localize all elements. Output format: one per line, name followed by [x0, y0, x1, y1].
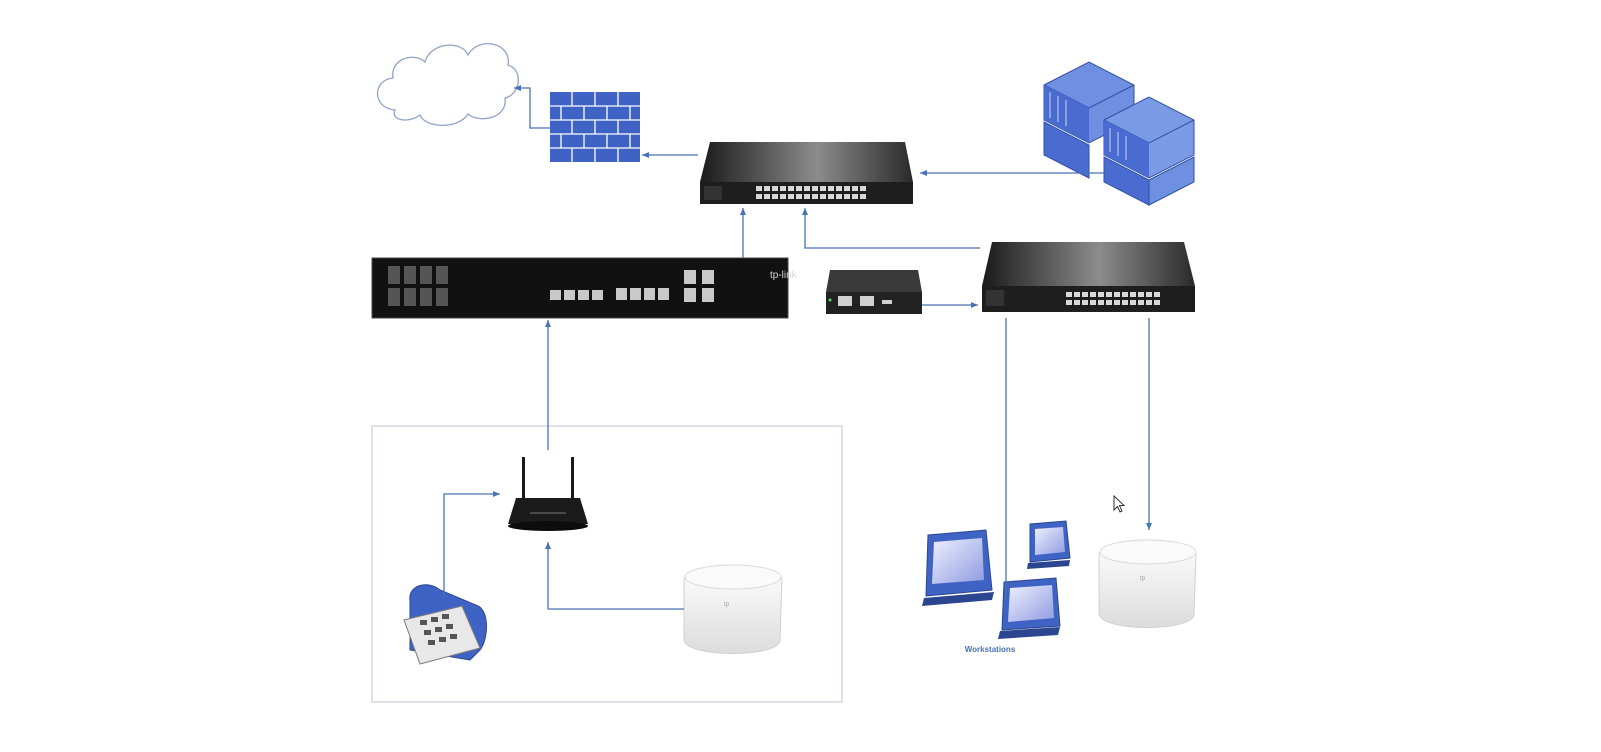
core-switch-port [852, 194, 858, 199]
access-switch-port [1090, 292, 1096, 297]
core-switch-port [804, 194, 810, 199]
fiber-switch-port [702, 270, 714, 284]
fiber-switch-port [578, 290, 589, 300]
core-switch-port [780, 194, 786, 199]
core-switch-port [828, 186, 834, 191]
access-switch-port [1122, 300, 1128, 305]
core-switch-port [788, 194, 794, 199]
workstation-3-icon [998, 577, 1061, 639]
core-switch-port [860, 186, 866, 191]
core-switch-port [812, 186, 818, 191]
access-switch-port [1066, 300, 1072, 305]
core-switch-port [788, 186, 794, 191]
fiber-switch-port [616, 288, 627, 300]
core-switch-port [820, 194, 826, 199]
access-switch-port [1130, 292, 1136, 297]
access-switch-port [1074, 300, 1080, 305]
core-switch-port [836, 186, 842, 191]
access-switch-port [1130, 300, 1136, 305]
sfp-slot [404, 266, 416, 284]
sfp-slot [388, 288, 400, 306]
access-switch-port [1138, 300, 1144, 305]
core-switch-port [772, 194, 778, 199]
access-switch-port [1106, 300, 1112, 305]
sfp-slot [436, 288, 448, 306]
access-switch-port [1098, 292, 1104, 297]
site-zone-box [371, 425, 843, 703]
core-switch-port [812, 194, 818, 199]
fiber-switch-port [684, 288, 696, 302]
core-switch-port [796, 186, 802, 191]
workstation-2-icon [1027, 520, 1071, 569]
access-switch-port [1106, 292, 1112, 297]
core-switch-port [804, 186, 810, 191]
connector-ap-to-router [545, 542, 684, 610]
core-switch-port [772, 186, 778, 191]
access-switch-port [1074, 292, 1080, 297]
firewall-icon [550, 92, 640, 162]
workstations-caption: Workstations [964, 645, 1016, 654]
core-switch-port [820, 186, 826, 191]
core-switch-port [796, 194, 802, 199]
mouse-pointer-icon [1113, 495, 1126, 513]
core-switch-port [844, 194, 850, 199]
access-switch-port [1090, 300, 1096, 305]
core-switch-port [756, 194, 762, 199]
connector-firewall-to-cloud [514, 85, 550, 129]
access-point-right-icon: tp [1098, 539, 1197, 628]
core-switch-port [844, 186, 850, 191]
core-switch-port [828, 194, 834, 199]
fiber-switch-port [658, 288, 669, 300]
access-switch-port [1066, 292, 1072, 297]
fiber-switch-port [550, 290, 561, 300]
sfp-slot [404, 288, 416, 306]
sdn-controller [826, 270, 922, 314]
workstations-icon [922, 520, 1071, 639]
sfp-slot [420, 266, 432, 284]
fiber-switch: tp-link [371, 257, 798, 319]
fiber-switch-port [684, 270, 696, 284]
fiber-switch-port [630, 288, 641, 300]
access-switch-port [1122, 292, 1128, 297]
access-switch-port [1146, 292, 1152, 297]
fiber-switch-port [702, 288, 714, 302]
sfp-slot [436, 266, 448, 284]
internet-cloud-icon [376, 43, 519, 126]
core-switch-port [852, 186, 858, 191]
access-switch-port [1138, 292, 1144, 297]
core-switch-port [756, 186, 762, 191]
svg-text:tp: tp [1140, 576, 1146, 582]
wireless-router-icon [508, 457, 588, 531]
access-switch-port [1082, 300, 1088, 305]
server-stack-icon [1043, 61, 1195, 206]
access-switch-port [1154, 292, 1160, 297]
access-switch [982, 242, 1195, 312]
access-switch-port [1114, 300, 1120, 305]
fiber-switch-port [564, 290, 575, 300]
access-point-left-icon: tp [683, 564, 783, 654]
core-switch [700, 142, 913, 204]
connector-access-switch-to-core-switch [802, 208, 980, 249]
access-switch-port [1114, 292, 1120, 297]
core-switch-port [764, 186, 770, 191]
access-switch-port [1082, 292, 1088, 297]
access-switch-port [1154, 300, 1160, 305]
core-switch-port [764, 194, 770, 199]
fiber-switch-port [592, 290, 603, 300]
access-switch-port [1146, 300, 1152, 305]
tp-link-logo: tp-link [770, 270, 798, 281]
svg-text:tp: tp [724, 602, 730, 608]
access-switch-port [1098, 300, 1104, 305]
sfp-slot [388, 266, 400, 284]
sfp-slot [420, 288, 432, 306]
workstation-1-icon [922, 529, 994, 606]
core-switch-port [836, 194, 842, 199]
connector-phone-to-router [443, 491, 500, 598]
voip-phone-icon [403, 584, 487, 665]
core-switch-port [860, 194, 866, 199]
core-switch-port [780, 186, 786, 191]
fiber-switch-port [644, 288, 655, 300]
